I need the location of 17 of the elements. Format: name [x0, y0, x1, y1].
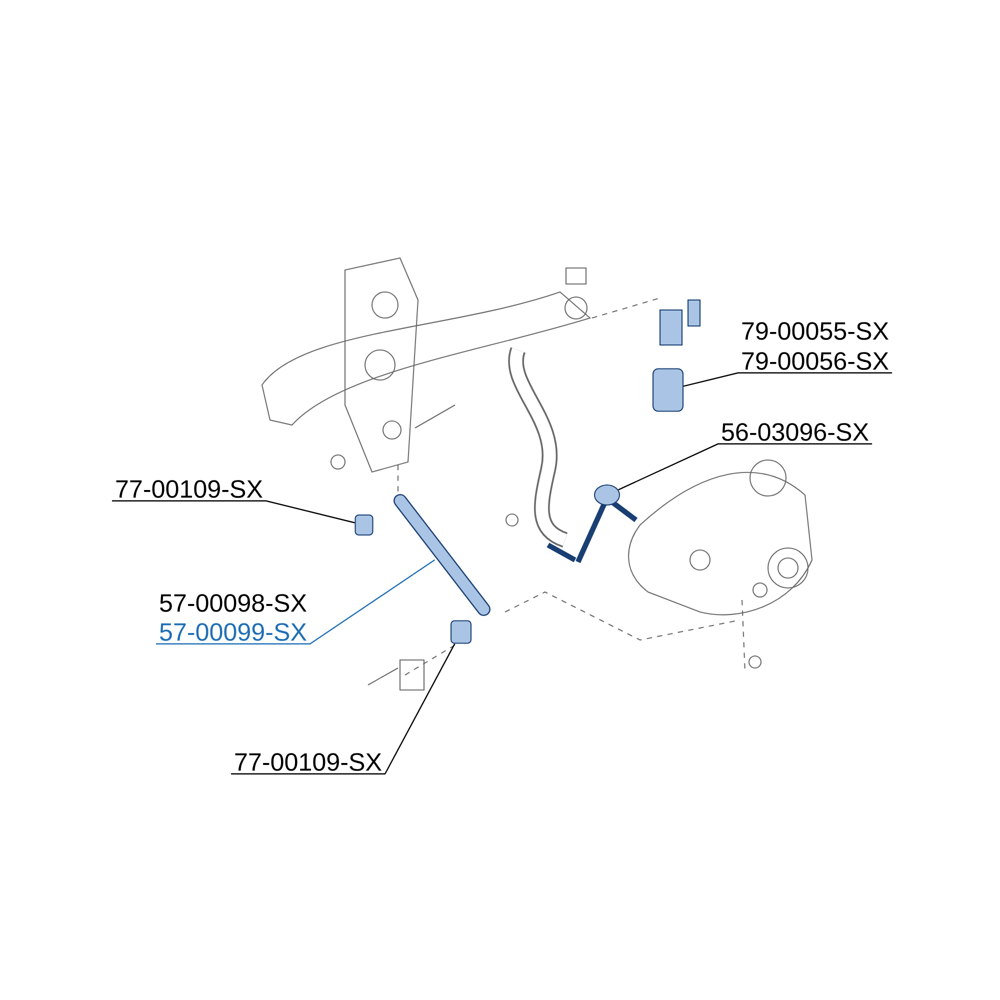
- leader-line: [683, 372, 892, 387]
- part-number: 57-00098-SX: [160, 594, 306, 612]
- leader-line: [112, 500, 355, 524]
- part-number: 57-00099-SX: [160, 623, 306, 641]
- leader-line: [156, 559, 436, 644]
- bushing: [450, 620, 472, 644]
- part-number: 56-03096-SX: [722, 423, 868, 441]
- bushing: [354, 514, 374, 536]
- stabilizer-bushing: [652, 368, 684, 412]
- part-number: 77-00109-SX: [116, 480, 262, 498]
- part-number: 77-00109-SX: [235, 753, 382, 771]
- leader-line: [231, 644, 456, 774]
- control-arm: [394, 494, 490, 616]
- part-number: 79-00055-SX: [742, 322, 888, 340]
- part-number: 79-00056-SX: [742, 352, 888, 370]
- leader-line: [618, 443, 872, 490]
- ball-joint: [594, 484, 620, 506]
